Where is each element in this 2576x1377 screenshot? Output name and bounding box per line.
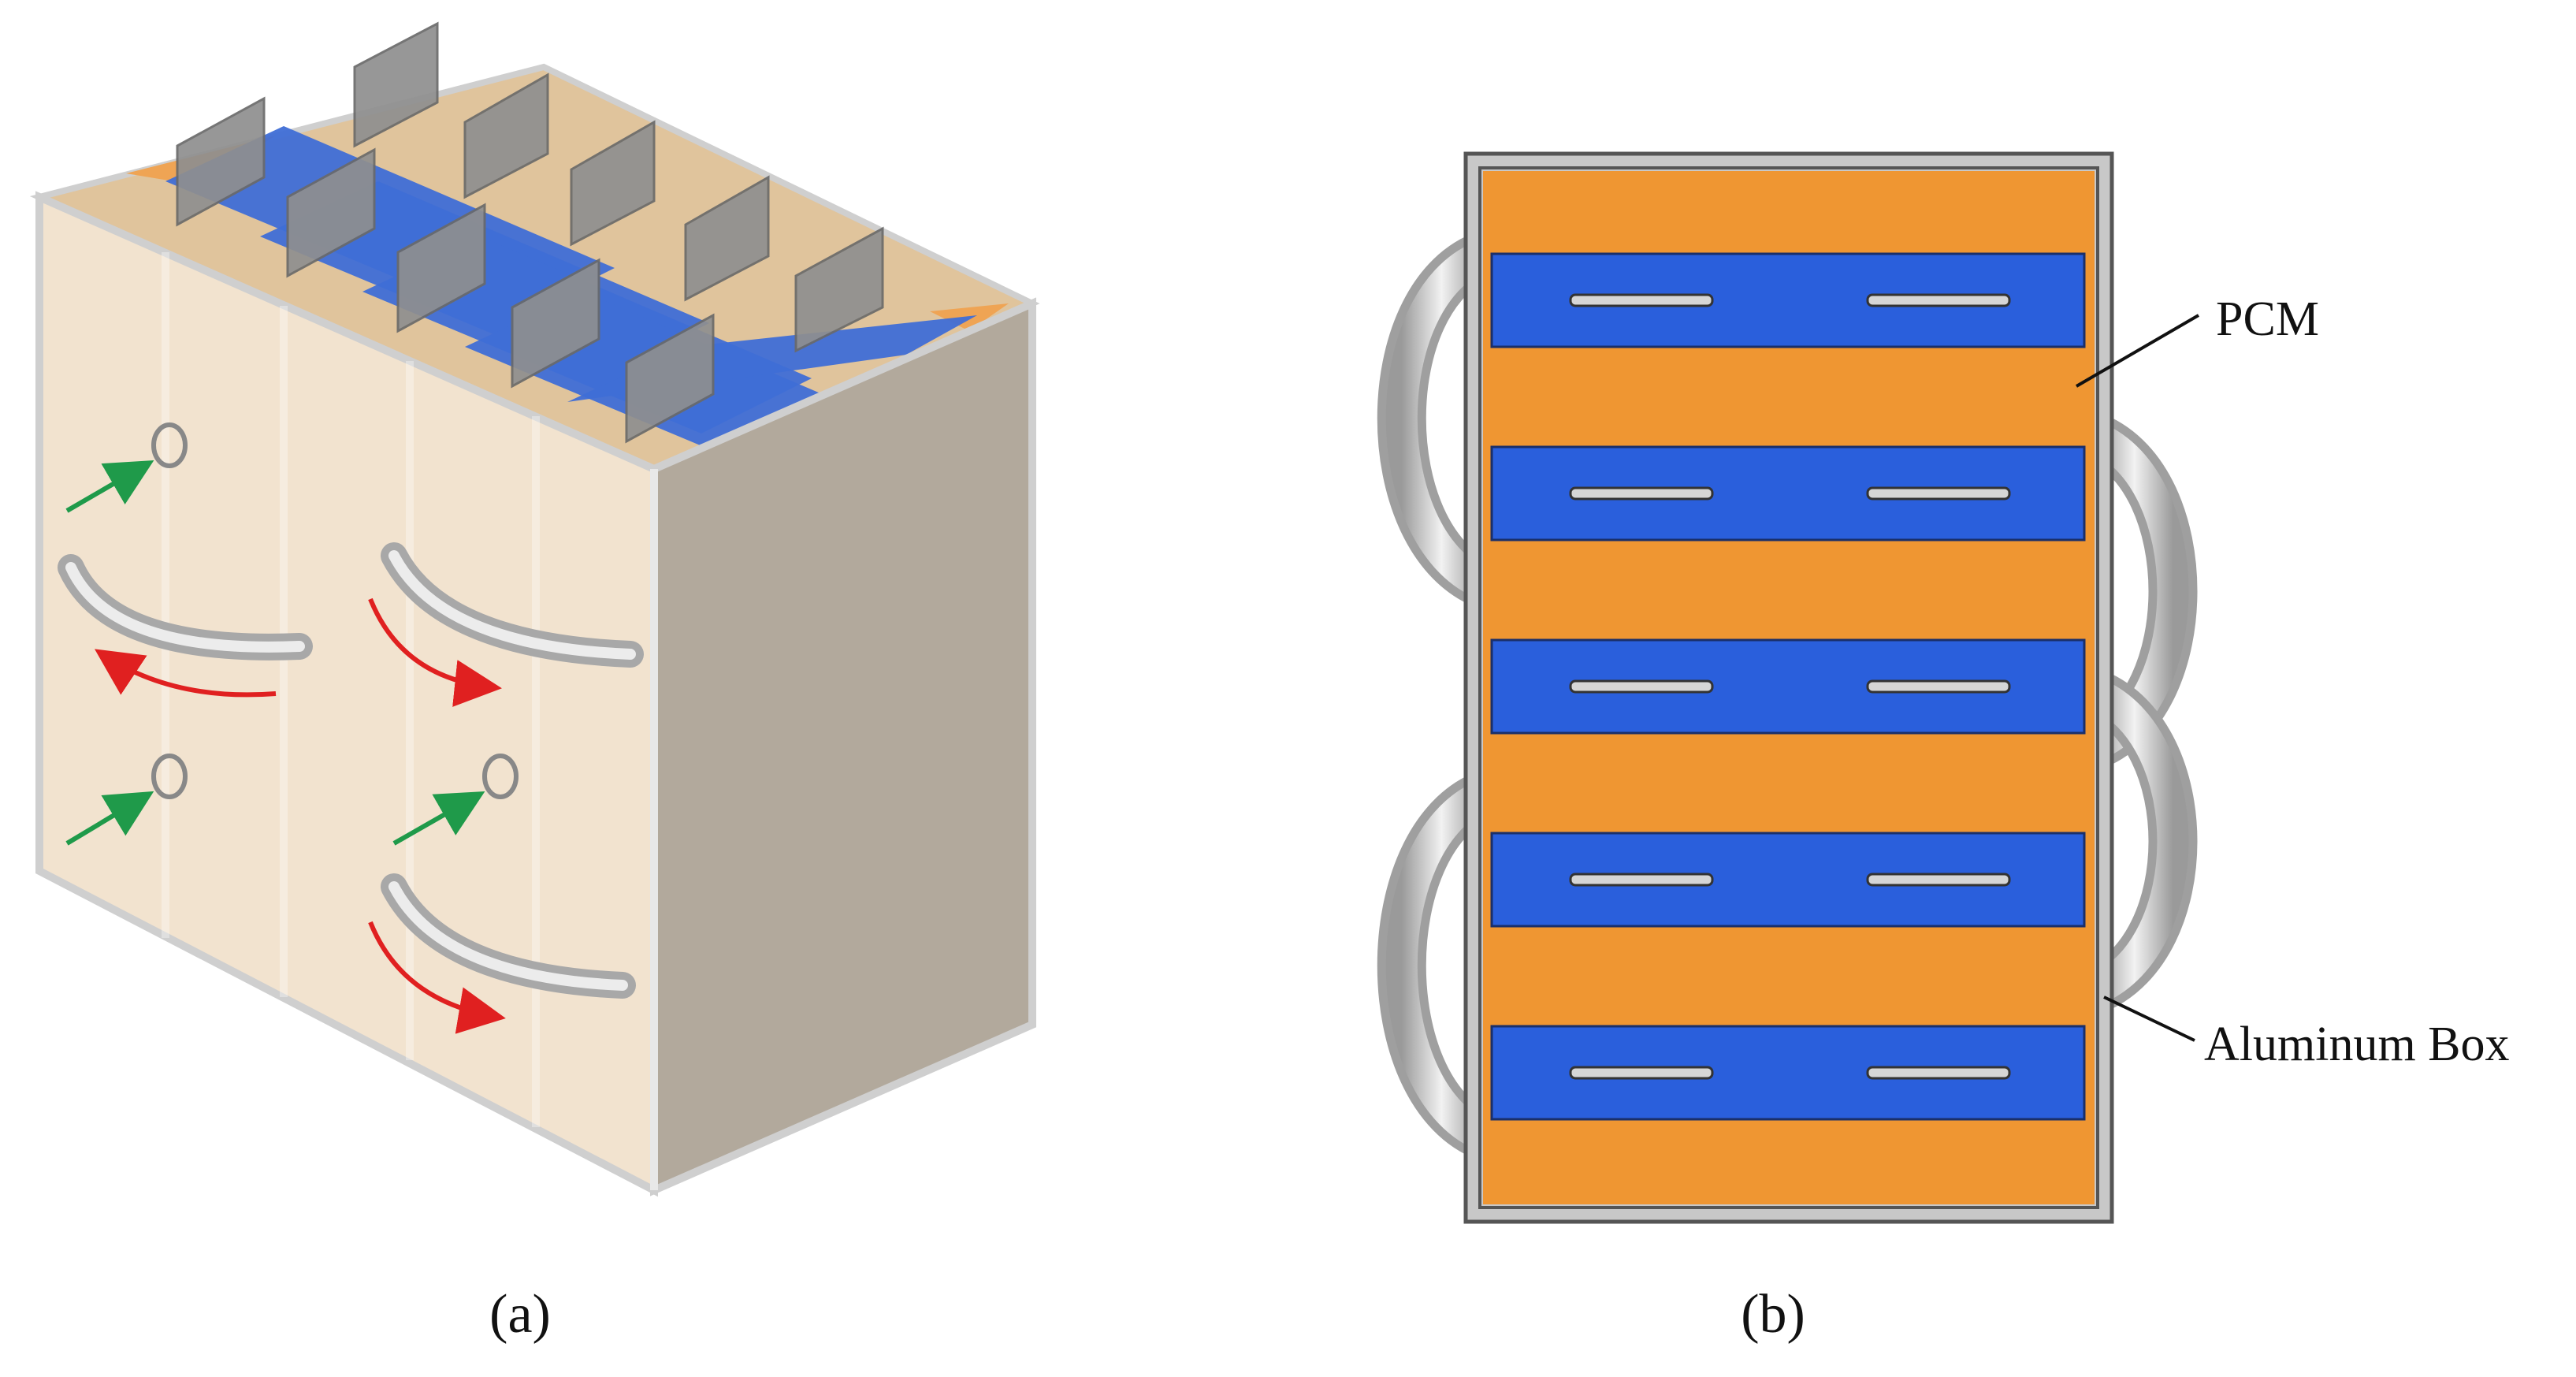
inlet-ring	[151, 754, 188, 799]
tab	[176, 96, 266, 227]
side-tubes	[1377, 233, 2198, 1158]
flow-arrow	[95, 649, 277, 698]
tab	[286, 147, 376, 278]
cell-tab	[1866, 873, 2011, 887]
cell-tab	[1866, 486, 2011, 501]
inlet-arrow	[65, 460, 154, 513]
tube	[388, 550, 636, 660]
tab	[353, 21, 439, 148]
inlet-arrow	[65, 791, 154, 846]
tab	[570, 120, 656, 247]
inlet-arrow	[392, 791, 485, 846]
tab	[463, 73, 549, 199]
cell-tab	[1866, 293, 2011, 307]
pcm-leader-line	[2075, 314, 2200, 388]
box-inner-edge	[1478, 166, 2099, 1209]
flow-arrow	[368, 921, 506, 1034]
side-tube	[2089, 679, 2189, 1004]
tab	[625, 313, 715, 444]
side-tube	[1385, 781, 1489, 1150]
tab	[684, 175, 770, 302]
pcm-label: PCM	[2216, 292, 2319, 346]
cell-tab	[1569, 293, 1714, 307]
tubes-front	[58, 542, 644, 999]
inlet-arrows	[65, 460, 485, 846]
tabs-top	[176, 21, 884, 444]
cell-tab	[1569, 1066, 1714, 1080]
tube	[388, 881, 628, 991]
panel-a-module	[29, 21, 1040, 1197]
caption-b: (b)	[1741, 1284, 1805, 1345]
inlet-ring	[151, 422, 188, 468]
tube	[65, 562, 305, 653]
aluminum-box-leader-line	[2103, 996, 2195, 1042]
tab	[396, 203, 486, 333]
inlet-ring	[482, 754, 519, 799]
panel-b-top-view: PCM Aluminum Box	[1377, 151, 2510, 1224]
cell-tab	[1569, 873, 1714, 887]
flow-arrow	[368, 597, 502, 707]
tab	[511, 258, 600, 389]
cell-tab	[1569, 486, 1714, 501]
caption-a: (a)	[489, 1284, 551, 1345]
inlets	[151, 422, 519, 799]
tab	[794, 226, 884, 353]
side-tube	[1385, 241, 1489, 598]
cell-tab	[1866, 1066, 2011, 1080]
cells	[1490, 252, 2086, 1121]
flow-arrows	[95, 597, 506, 1034]
cell-tab	[1866, 679, 2011, 694]
aluminum-box-label: Aluminum Box	[2204, 1018, 2510, 1071]
cell-tab	[1569, 679, 1714, 694]
